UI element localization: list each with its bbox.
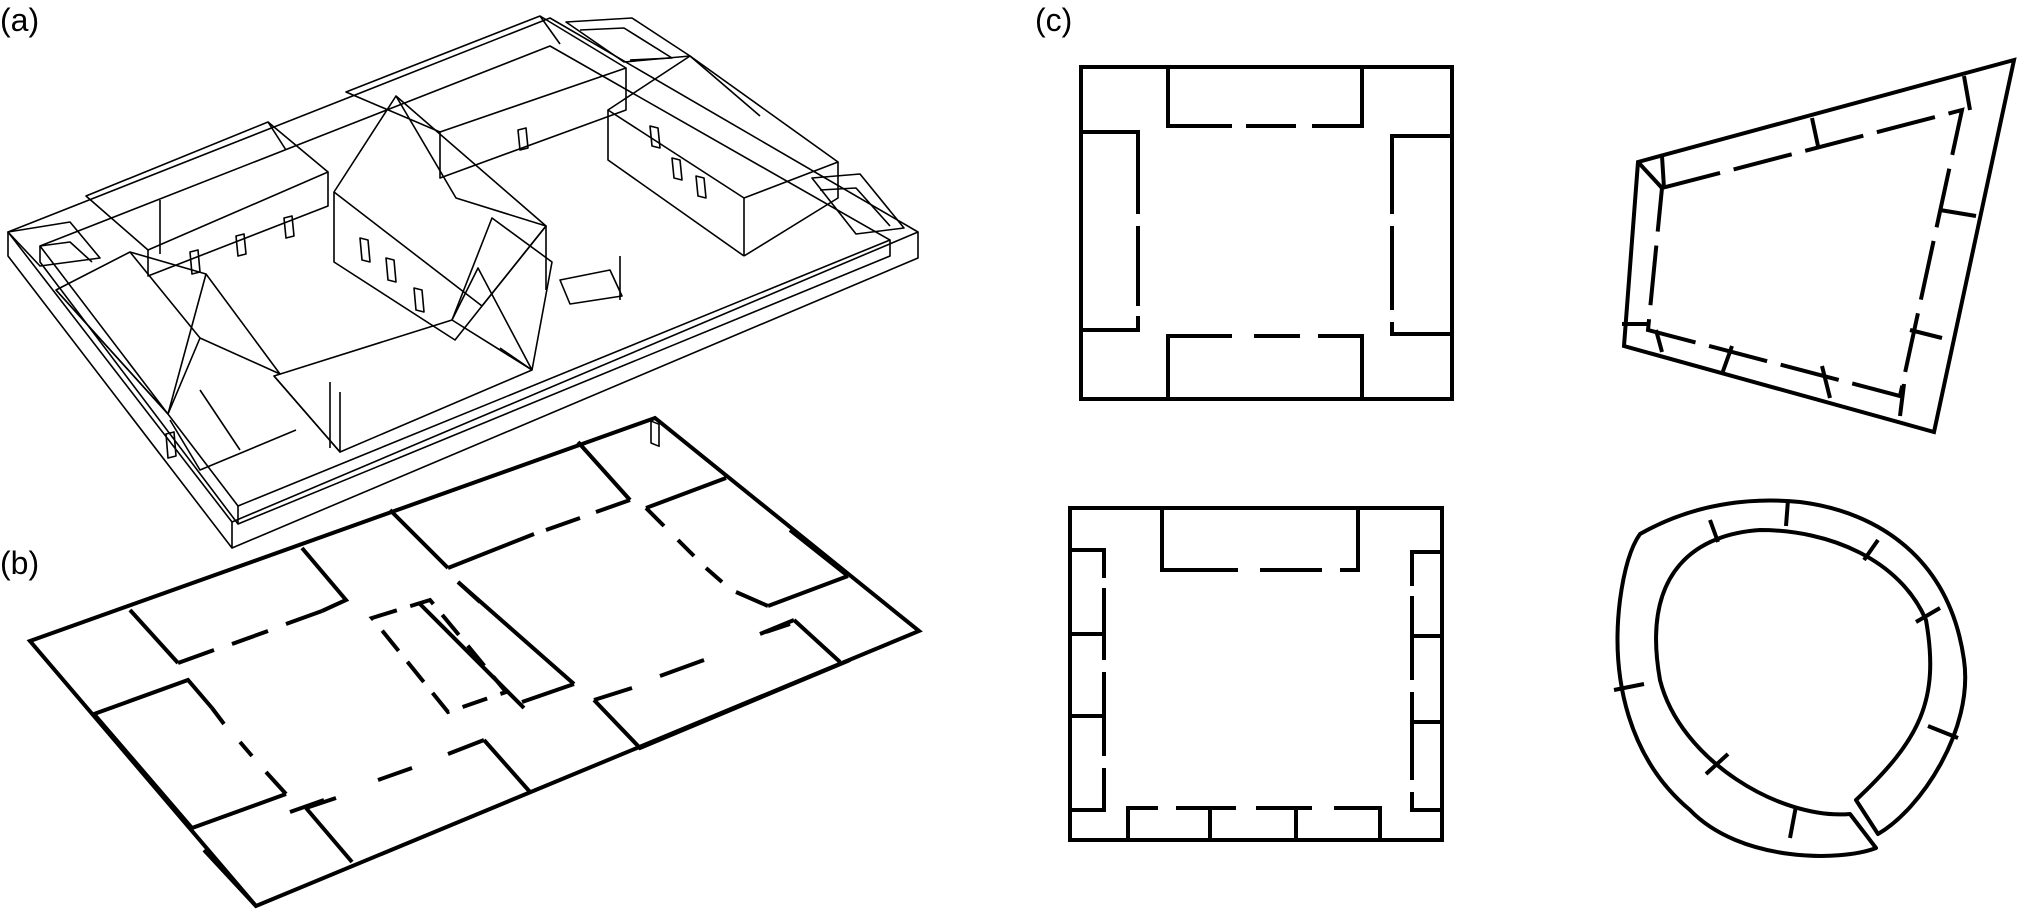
panel-c-shape-rectangle-top (1079, 65, 1454, 401)
panel-c-label: (c) (1035, 2, 1073, 38)
panel-b-label: (b) (0, 545, 40, 581)
panel-a-3d-house-drawing (7, 15, 919, 549)
panel-a-label: (a) (0, 2, 40, 38)
panel-b-floor-plan (26, 415, 923, 909)
panel-c-shape-rectangle-bottom (1068, 506, 1444, 842)
panel-c-shape-ring (1613, 498, 1968, 858)
panel-c-shape-quadrilateral-top (1621, 57, 2017, 435)
